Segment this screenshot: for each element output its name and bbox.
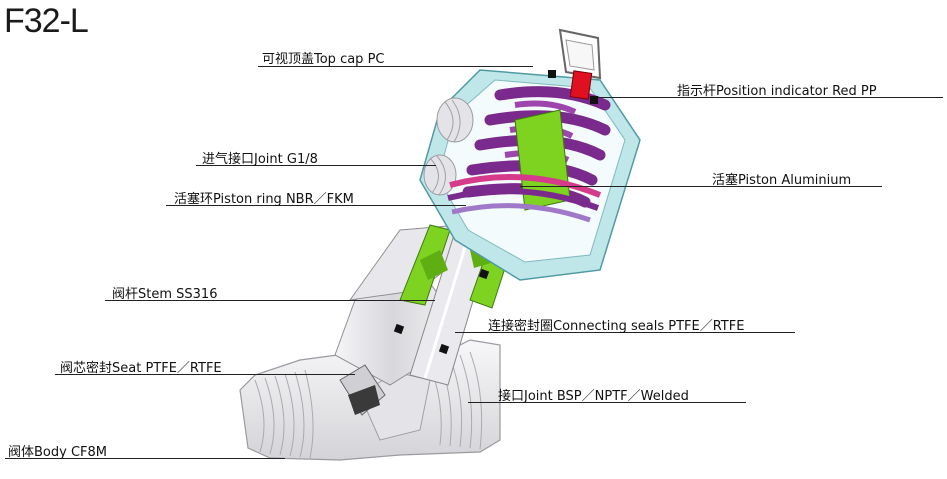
top-cap (548, 28, 602, 104)
leader-indicator (598, 97, 943, 98)
label-piston: 活塞Piston Aluminium (712, 173, 852, 188)
label-indicator: 指示杆Position indicator Red PP (677, 84, 877, 99)
leader-piston (520, 186, 882, 187)
leader-seat (55, 374, 355, 375)
leader-stem (105, 300, 435, 301)
leader-connecting-seals (455, 332, 795, 333)
model-title: F32-L (4, 2, 89, 40)
label-connecting-seals: 连接密封圈Connecting seals PTFE／RTFE (488, 319, 745, 334)
leader-body (5, 458, 285, 459)
leader-joint-body (468, 402, 746, 403)
label-top-cap: 可视顶盖Top cap PC (262, 52, 385, 67)
piston-rings (447, 174, 602, 223)
leader-piston-ring (166, 205, 466, 206)
label-joint-body: 接口Joint BSP／NPTF／Welded (498, 389, 689, 404)
label-piston-ring: 活塞环Piston ring NBR／FKM (174, 192, 354, 207)
label-seat: 阀芯密封Seat PTFE／RTFE (60, 361, 222, 376)
label-body: 阀体Body CF8M (8, 445, 107, 460)
label-stem: 阀杆Stem SS316 (112, 287, 218, 302)
leader-top-cap (258, 66, 533, 67)
label-joint-air: 进气接口Joint G1/8 (202, 152, 318, 167)
leader-joint-air (196, 165, 436, 166)
